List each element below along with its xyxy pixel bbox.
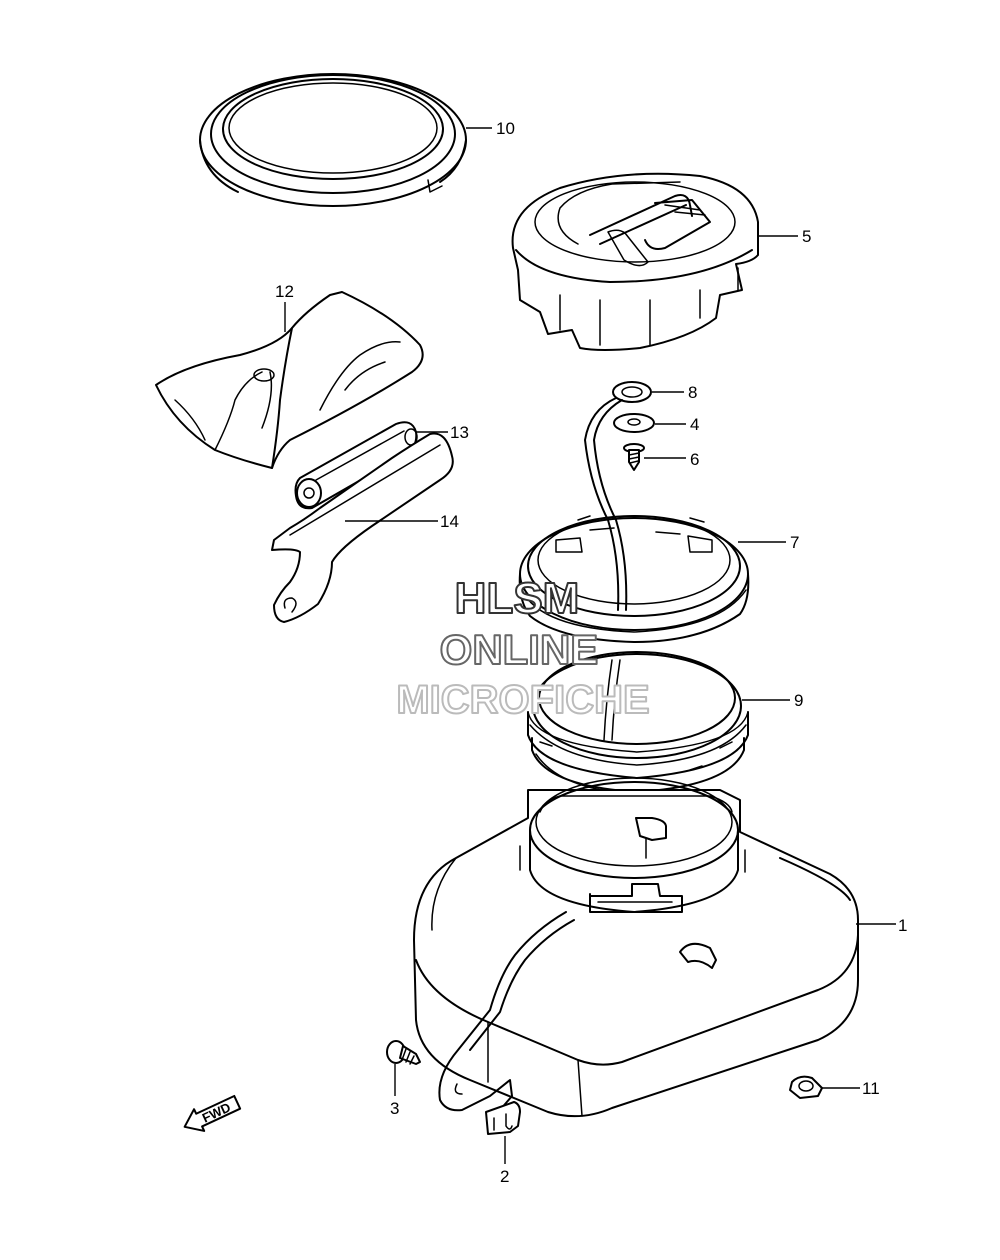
watermark-line-3: MICROFICHE (396, 678, 649, 722)
part-8-loop-ring[interactable] (612, 381, 652, 403)
part-7-retaining-ring[interactable] (518, 515, 750, 643)
callout-4[interactable]: 4 (690, 415, 699, 434)
callout-7[interactable]: 7 (790, 533, 799, 552)
callout-6[interactable]: 6 (690, 450, 699, 469)
part-3-bolt[interactable] (386, 1040, 421, 1065)
watermark: HLSM ONLINE MICROFICHE (395, 573, 650, 723)
part-2-clip[interactable] (485, 1101, 521, 1135)
callout-1[interactable]: 1 (898, 916, 907, 935)
callout-8[interactable]: 8 (688, 383, 697, 402)
callout-9[interactable]: 9 (794, 691, 803, 710)
callout-14[interactable]: 14 (440, 512, 459, 531)
callout-11[interactable]: 11 (862, 1079, 880, 1098)
callout-12[interactable]: 12 (275, 282, 294, 301)
watermark-line-2: ONLINE (440, 626, 599, 673)
part-10-gasket-ring[interactable] (199, 73, 467, 207)
part-11-grommet[interactable] (789, 1075, 823, 1099)
part-1-fuel-tank[interactable] (413, 777, 859, 1118)
part-4-washer[interactable] (613, 413, 655, 433)
cap-tether-strap[interactable] (584, 397, 628, 741)
fwd-arrow-icon: FWD (183, 1094, 242, 1132)
part-12-tool-pouch[interactable] (155, 291, 424, 469)
part-14-spanner-wrench[interactable] (271, 432, 454, 623)
callout-13[interactable]: 13 (450, 423, 469, 442)
breather-hose[interactable] (438, 817, 667, 1112)
part-5-fuel-cap[interactable] (511, 172, 759, 351)
fwd-label: FWD (200, 1100, 233, 1126)
part-6-screw[interactable] (623, 443, 645, 471)
callout-2[interactable]: 2 (500, 1167, 509, 1186)
callout-3[interactable]: 3 (390, 1099, 399, 1118)
watermark-line-1: HLSM (455, 574, 580, 623)
part-9-neck-ring[interactable] (527, 651, 749, 795)
callout-10[interactable]: 10 (496, 119, 515, 138)
callout-5[interactable]: 5 (802, 227, 811, 246)
